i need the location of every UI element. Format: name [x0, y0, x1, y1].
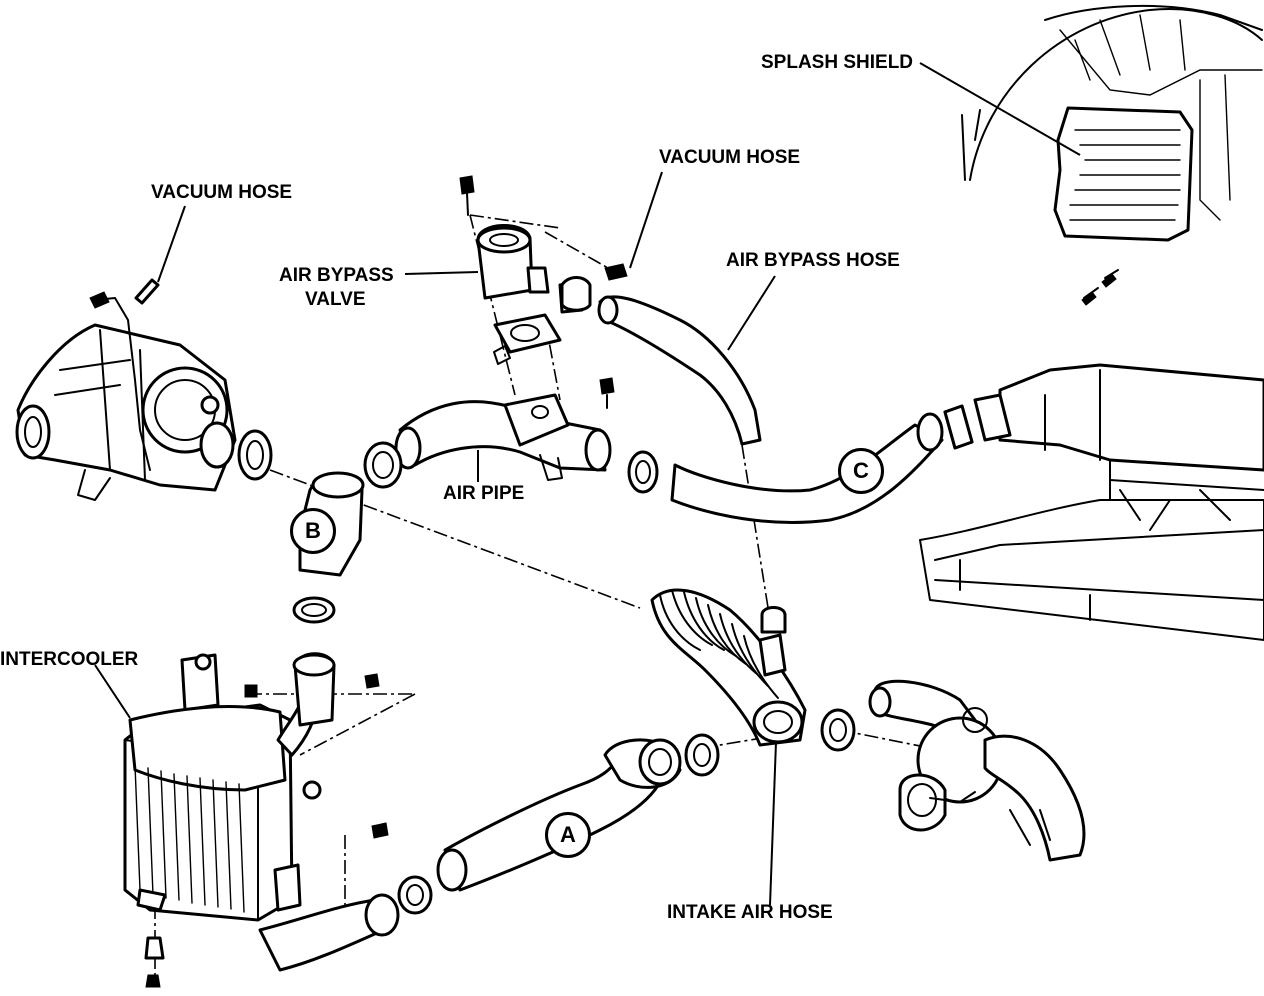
- leader-lines: [94, 62, 1081, 906]
- label-air-pipe: AIR PIPE: [443, 483, 525, 504]
- air-bypass-hose-drawing: [597, 295, 762, 446]
- label-air-bypass-hose: AIR BYPASS HOSE: [726, 250, 900, 271]
- splash-shield-drawing: [961, 4, 1263, 306]
- intercooler-drawing: [123, 652, 400, 988]
- label-vacuum-hose-left: VACUUM HOSE: [151, 182, 293, 203]
- engine-block-drawing: [919, 363, 1264, 641]
- turbocharger-drawing: [15, 278, 273, 501]
- label-intake-air-hose: INTAKE AIR HOSE: [667, 902, 833, 923]
- label-splash-shield: SPLASH SHIELD: [761, 52, 914, 73]
- callout-b: B: [290, 508, 336, 554]
- label-vacuum-hose-top: VACUUM HOSE: [659, 147, 801, 168]
- label-intercooler: INTERCOOLER: [0, 649, 139, 670]
- label-air-bypass-valve-line2: VALVE: [305, 289, 366, 310]
- air-pipe-drawing: [394, 377, 615, 481]
- callout-c: C: [838, 448, 884, 494]
- air-bypass-valve-drawing: [459, 175, 628, 365]
- label-air-bypass-valve-line1: AIR BYPASS: [279, 265, 394, 286]
- intake-air-hose-drawing: [650, 588, 807, 747]
- turbo-housing-drawing: [868, 679, 1086, 862]
- hose-clamps-drawing: [292, 276, 974, 915]
- callout-a: A: [545, 812, 591, 858]
- hose-c-drawing: [670, 412, 944, 524]
